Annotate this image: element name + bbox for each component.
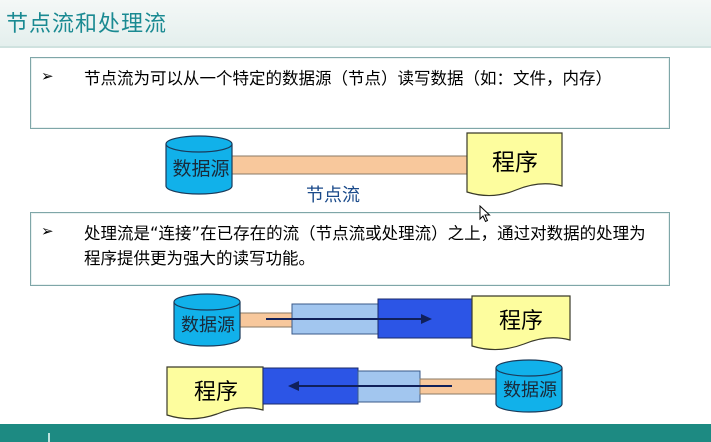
- bullet-text-node-stream: 节点流为可以从一个特定的数据源（节点）读写数据（如：文件，内存）: [84, 69, 612, 88]
- data-source-label: 数据源: [172, 158, 229, 180]
- program-label: 程序: [194, 380, 238, 405]
- title-bar: 节点流和处理流: [0, 0, 711, 48]
- program-document-icon: [166, 366, 264, 420]
- mouse-pointer-icon: [479, 205, 491, 223]
- bullet-text-processing-stream: 处理流是“连接”在已存在的流（节点流或处理流）之上，通过对数据的处理为程序提供更…: [84, 224, 646, 268]
- program-document-icon: [466, 132, 563, 197]
- program-label: 程序: [499, 309, 543, 334]
- footer-mark: [48, 433, 50, 442]
- node-stream-pipe: [419, 378, 497, 395]
- processing-stream-light: [357, 370, 421, 403]
- footer-bar: [0, 424, 711, 442]
- data-source-cylinder-icon: [165, 135, 233, 195]
- processing-stream-dark: [262, 367, 359, 405]
- bullet-arrow-icon: ➢: [41, 222, 54, 240]
- arrowhead-right-icon: [421, 314, 432, 324]
- node-stream-caption: 节点流: [306, 185, 360, 206]
- data-source-cylinder-icon: [495, 359, 563, 413]
- data-source-label: 数据源: [181, 315, 235, 336]
- data-source-cylinder-icon: [173, 293, 241, 347]
- processing-stream-dark: [377, 298, 473, 339]
- node-stream-pipe: [231, 155, 469, 175]
- bullet-arrow-icon: ➢: [41, 67, 54, 85]
- bullet-box-processing-stream: ➢ 处理流是“连接”在已存在的流（节点流或处理流）之上，通过对数据的处理为程序提…: [30, 212, 670, 286]
- data-source-label: 数据源: [503, 380, 557, 401]
- program-document-icon: [471, 295, 571, 351]
- arrowhead-left-icon: [288, 381, 299, 391]
- bullet-box-node-stream: ➢ 节点流为可以从一个特定的数据源（节点）读写数据（如：文件，内存）: [30, 57, 670, 129]
- slide-title: 节点流和处理流: [6, 12, 168, 37]
- program-label: 程序: [492, 150, 538, 176]
- node-stream-pipe: [239, 312, 293, 328]
- processing-stream-light: [291, 303, 379, 335]
